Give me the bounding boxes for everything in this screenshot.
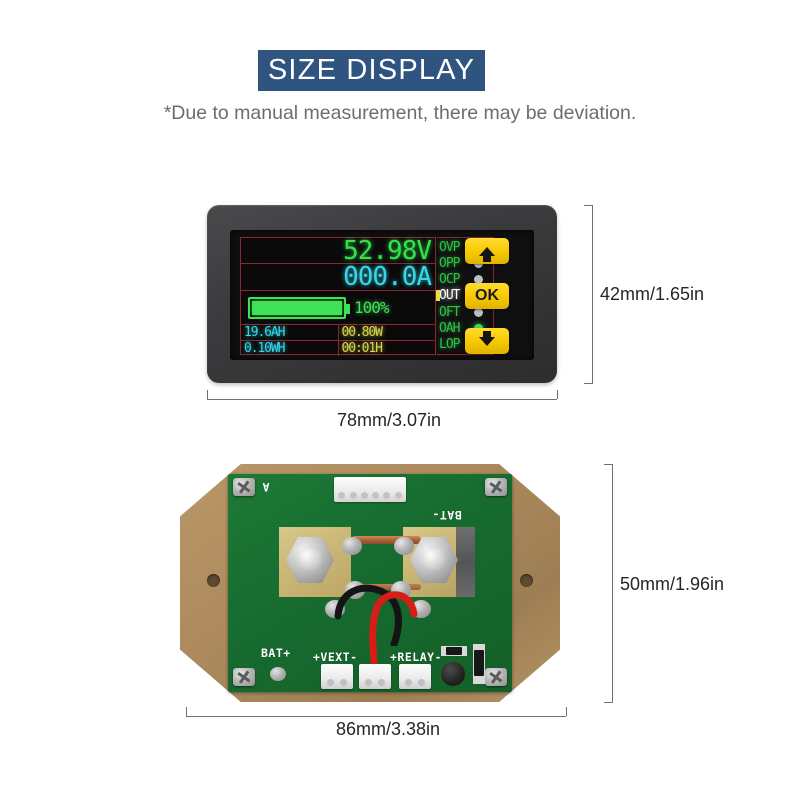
pcb-red-wire bbox=[369, 591, 418, 667]
solder-joint-right bbox=[394, 537, 414, 555]
meter-width-cap-left bbox=[207, 390, 208, 399]
page-title-banner: SIZE DISPLAY bbox=[258, 50, 485, 91]
meter-width-cap-right bbox=[557, 390, 558, 399]
arrow-up-icon bbox=[479, 246, 495, 262]
status-label-out: OUT bbox=[439, 288, 460, 304]
page-subtitle: *Due to manual measurement, there may be… bbox=[163, 102, 637, 124]
connector-pin bbox=[340, 679, 347, 686]
down-button[interactable] bbox=[465, 328, 509, 354]
page-title: SIZE DISPLAY bbox=[267, 54, 476, 86]
smd-capacitor bbox=[441, 662, 465, 686]
connector-pin bbox=[338, 492, 346, 499]
lcd-status-panel: OVP OPP OCP OUT OFT bbox=[436, 237, 494, 355]
arrow-down-icon bbox=[479, 330, 495, 346]
lcd-stats-grid: 19.6AH 00.80W 0.10WH 00:01H bbox=[241, 325, 435, 356]
smd-transistor bbox=[474, 650, 484, 676]
lcd-watts: 00.80W bbox=[341, 325, 383, 340]
status-indicator-ocp bbox=[474, 275, 483, 285]
lcd-amp-hours: 19.6AH bbox=[241, 325, 339, 340]
silkscreen-vext-label: +VEXT- bbox=[313, 650, 358, 664]
backing-mount-hole-right bbox=[520, 574, 533, 587]
connector-pin bbox=[394, 492, 402, 499]
backing-mount-hole-left bbox=[207, 574, 220, 587]
battery-terminal bbox=[346, 303, 350, 314]
pcb-board: A BAT- BAT+ +VEXT- +RELA bbox=[228, 474, 512, 692]
connector-pin bbox=[349, 492, 357, 499]
connector-pin bbox=[365, 679, 372, 686]
lcd-stats-row: 19.6AH 00.80W bbox=[241, 325, 435, 341]
meter-button-column: OK bbox=[458, 238, 516, 354]
ok-button[interactable]: OK bbox=[465, 283, 509, 309]
pcb-screw-bottom-left bbox=[233, 668, 255, 686]
lcd-voltage-reading: 52.98V bbox=[241, 238, 435, 264]
silkscreen-bat-plus-label: BAT+ bbox=[261, 646, 291, 660]
pcb-width-cap-right bbox=[566, 707, 567, 716]
pcb-shunt-bar-top bbox=[351, 536, 421, 544]
lcd-runtime: 00:01H bbox=[341, 341, 383, 356]
pcb-height-label: 50mm/1.96in bbox=[620, 574, 725, 594]
lcd-watt-hours: 0.10WH bbox=[241, 341, 339, 356]
battery-fill bbox=[252, 300, 342, 315]
pcb-device: A BAT- BAT+ +VEXT- +RELA bbox=[180, 464, 560, 702]
meter-height-cap-bottom bbox=[584, 383, 593, 384]
status-label-oft: OFT bbox=[439, 304, 460, 320]
status-row-oft: OFT bbox=[437, 304, 493, 320]
pcb-screw-top-right bbox=[485, 478, 507, 496]
meter-device: 52.98V 000.0A 100% 19.6AH 00.80W 0.1 bbox=[207, 205, 557, 383]
solder-joint-left bbox=[342, 537, 362, 555]
pcb-height-cap-bottom bbox=[604, 702, 613, 703]
silkscreen-bat-minus-label: BAT- bbox=[432, 508, 462, 522]
battery-icon bbox=[248, 296, 350, 319]
pcb-screw-top-left bbox=[233, 478, 255, 496]
up-button[interactable] bbox=[465, 238, 509, 264]
connector-pin bbox=[360, 492, 368, 499]
connector-pin bbox=[418, 679, 425, 686]
meter-faceplate: 52.98V 000.0A 100% 19.6AH 00.80W 0.1 bbox=[230, 230, 534, 360]
pcb-shunt-bar-bottom bbox=[351, 584, 421, 590]
pcb-center-connector bbox=[359, 664, 391, 689]
meter-height-dimension-line bbox=[592, 205, 593, 383]
status-label-ovp: OVP bbox=[439, 240, 460, 256]
pcb-height-cap-top bbox=[604, 464, 613, 465]
pcb-bat-plus-terminal bbox=[270, 667, 286, 681]
pcb-relay-connector bbox=[399, 664, 431, 689]
lcd-screen: 52.98V 000.0A 100% 19.6AH 00.80W 0.1 bbox=[240, 237, 436, 356]
connector-pin bbox=[372, 492, 380, 499]
connector-pin bbox=[383, 492, 391, 499]
lcd-current-reading: 000.0A bbox=[241, 264, 435, 291]
silkscreen-relay-label: +RELAY- bbox=[390, 650, 442, 664]
meter-width-label: 78mm/3.07in bbox=[337, 410, 442, 430]
status-indicator-oft bbox=[474, 307, 483, 317]
connector-pin bbox=[405, 679, 412, 686]
pcb-top-connector bbox=[334, 477, 406, 502]
silkscreen-amp-label: A bbox=[262, 480, 270, 494]
pcb-terminal-nut-left bbox=[286, 537, 334, 583]
pcb-screw-bottom-right bbox=[485, 668, 507, 686]
pcb-width-cap-left bbox=[186, 707, 187, 716]
status-selection-marker bbox=[436, 290, 440, 302]
pcb-height-dimension-line bbox=[612, 464, 613, 702]
meter-width-dimension-line bbox=[207, 399, 557, 400]
pcb-width-label: 86mm/3.38in bbox=[336, 719, 441, 739]
lcd-battery-row: 100% bbox=[241, 291, 435, 325]
connector-pin bbox=[327, 679, 334, 686]
pcb-width-dimension-line bbox=[186, 716, 566, 717]
meter-height-label: 42mm/1.65in bbox=[600, 284, 705, 304]
status-label-oah: OAH bbox=[439, 320, 460, 336]
ok-button-label: OK bbox=[475, 287, 499, 304]
meter-height-cap-top bbox=[584, 205, 593, 206]
lcd-stats-row: 0.10WH 00:01H bbox=[241, 341, 435, 356]
pcb-pad-heatsink bbox=[456, 527, 475, 597]
status-label-ocp: OCP bbox=[439, 272, 460, 288]
smd-resistor bbox=[446, 647, 462, 655]
status-label-lop: LOP bbox=[439, 336, 460, 352]
status-label-opp: OPP bbox=[439, 256, 460, 272]
connector-pin bbox=[378, 679, 385, 686]
pcb-terminal-nut-right bbox=[410, 537, 458, 583]
battery-percent-label: 100% bbox=[354, 298, 390, 317]
status-row-ocp: OCP bbox=[437, 272, 493, 288]
pcb-vext-connector bbox=[321, 664, 353, 689]
